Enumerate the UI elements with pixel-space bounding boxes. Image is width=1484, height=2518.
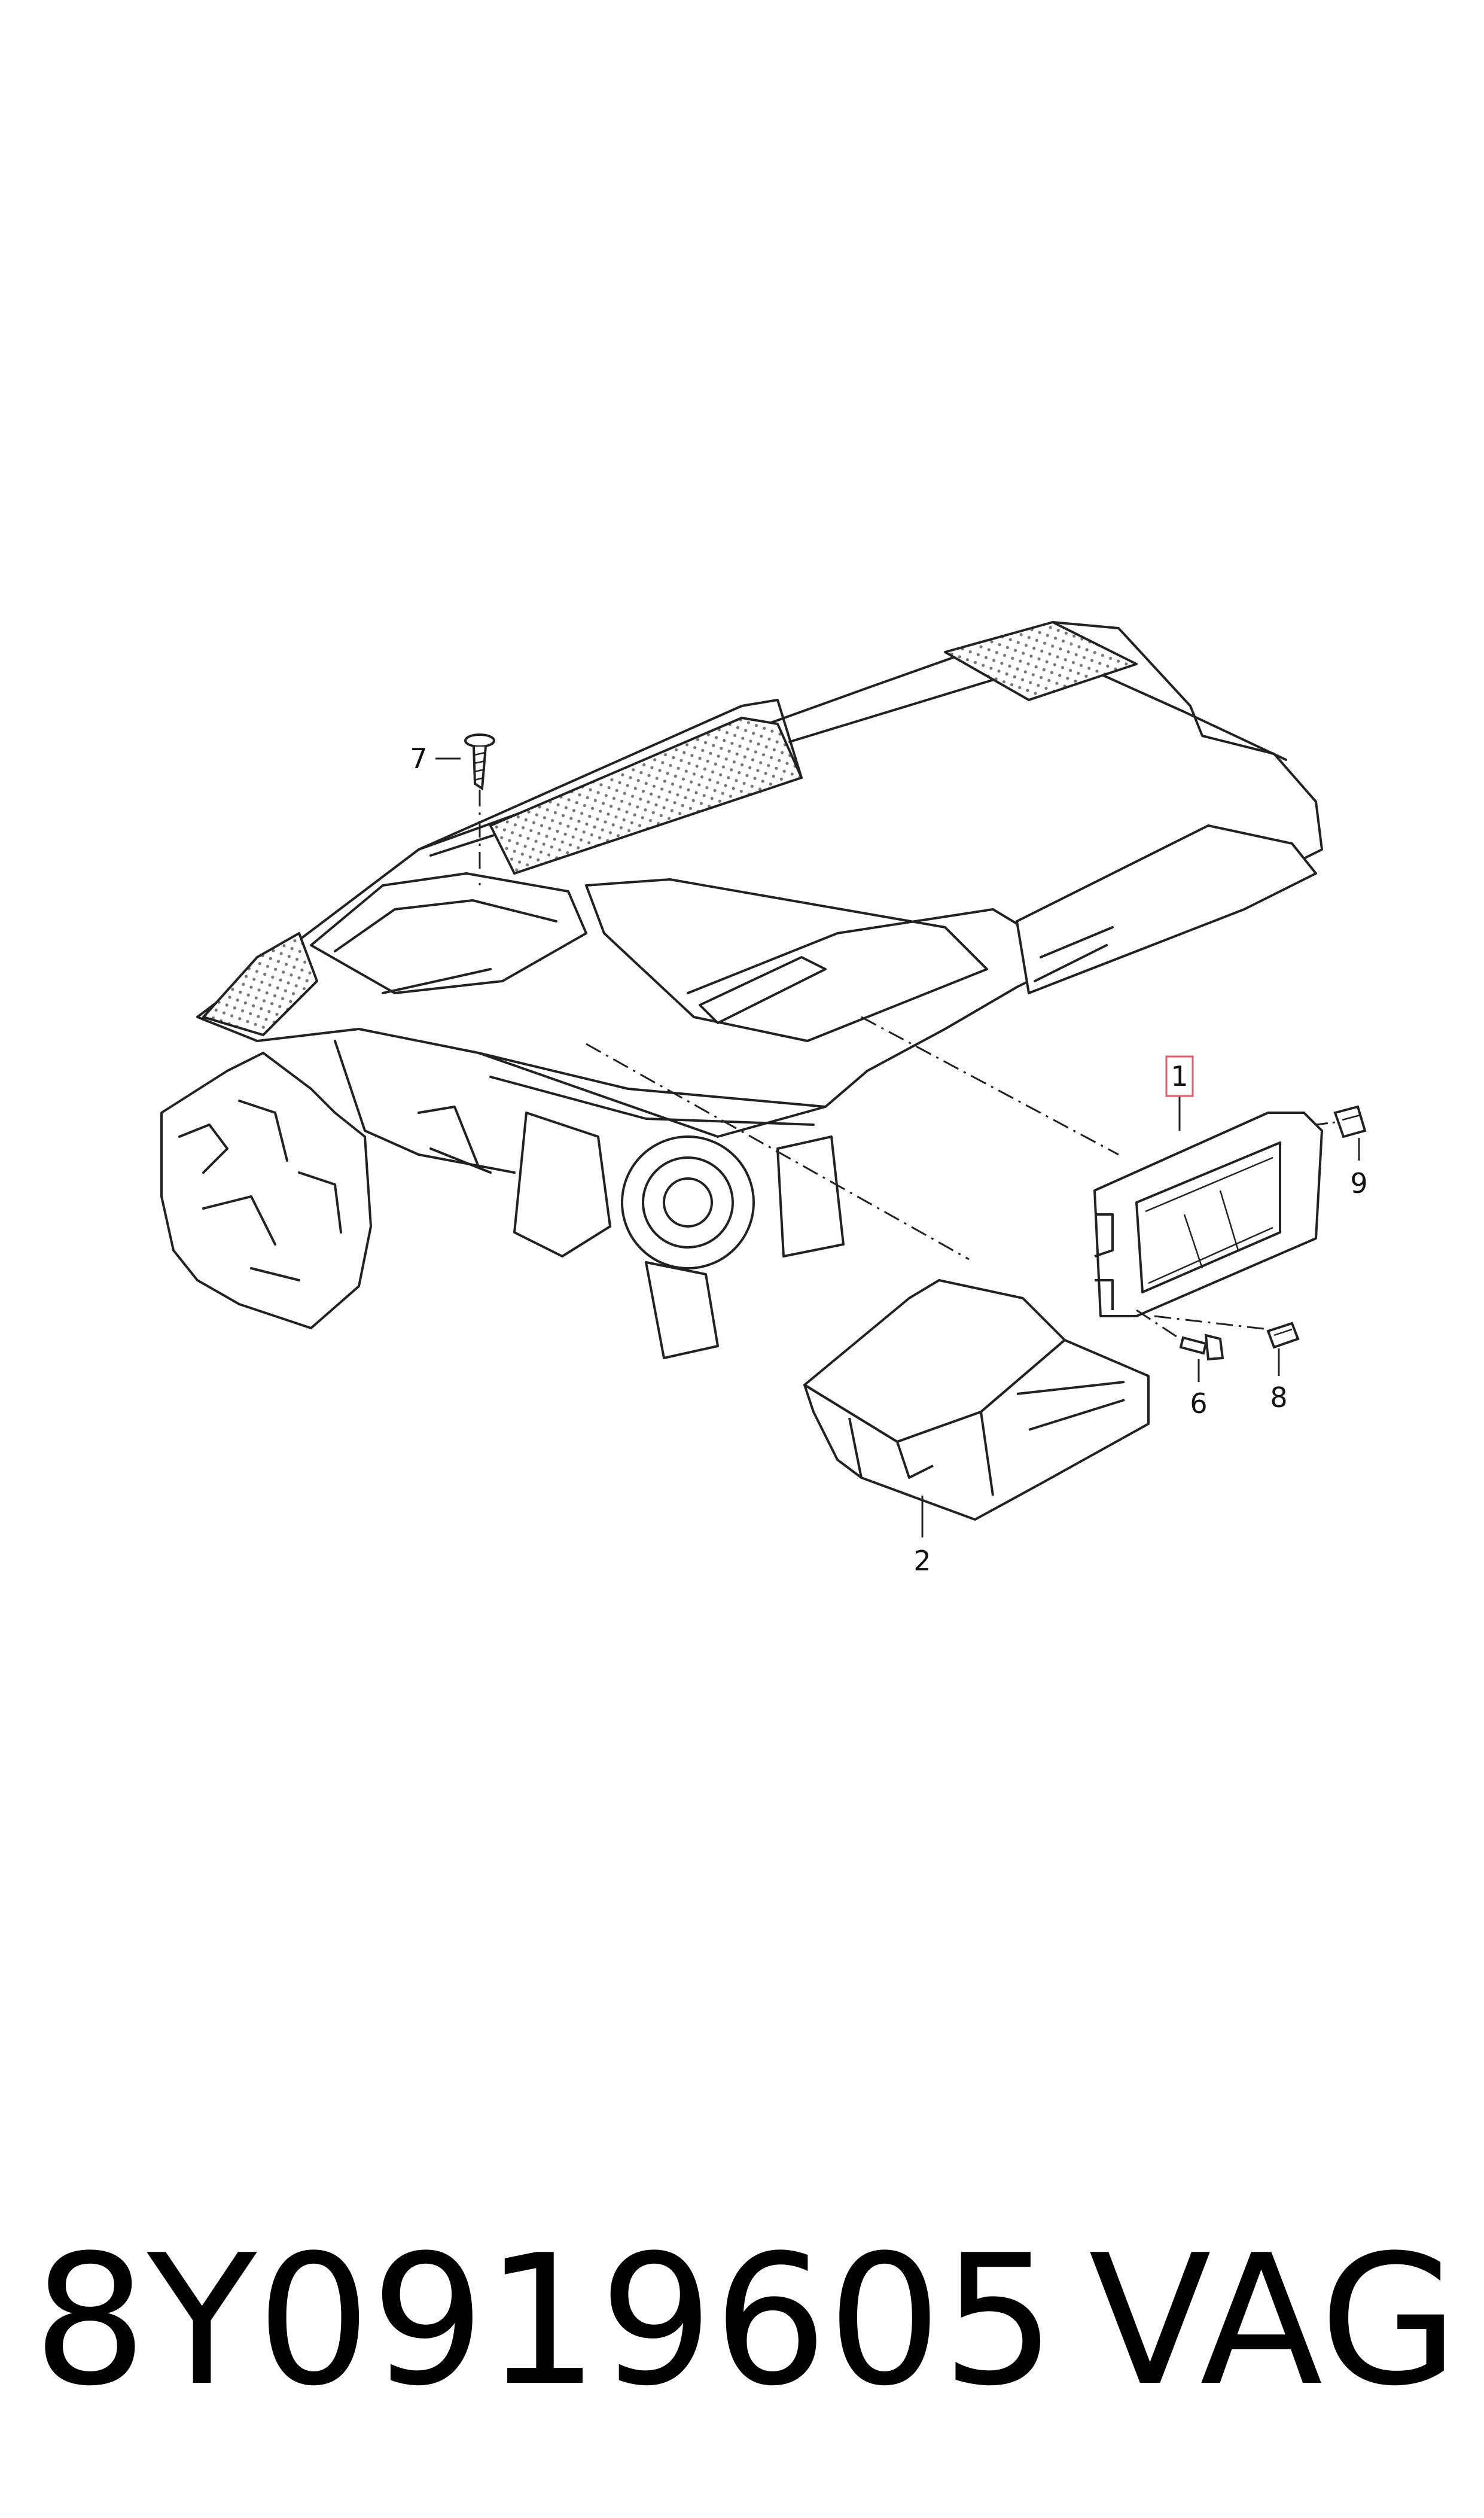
callouts: 1 2 6 7 8 9 [410,742,1367,1577]
dashboard-assembly [160,621,1323,1359]
display-screen-inner [1145,1156,1273,1284]
leader-lines [435,757,1360,1537]
steering-wheel-hub-inner [642,1156,734,1249]
axis-6 [1136,1309,1183,1341]
axis-9 [1315,1121,1336,1126]
defrost-vent-frame [418,699,803,851]
clip-8-body [1266,1322,1300,1349]
left-frame-detail [178,1100,342,1281]
axis-2 [586,1043,970,1260]
part-8-clip [1266,1322,1300,1349]
part-number: 8Y0919605 [33,2216,1056,2425]
right-dash-slot [1034,926,1114,982]
callout-2[interactable]: 2 [913,1545,931,1577]
callout-8[interactable]: 8 [1270,1381,1287,1414]
lower-center-module [513,1112,611,1258]
left-frame-structure [160,1052,372,1329]
part-2-detail [848,1381,1125,1496]
cluster-hood [310,872,587,994]
axis-6-8 [1154,1315,1269,1330]
axis-1 [861,1016,1119,1156]
defrost-vent-grille [489,717,803,875]
bolt-6-shank [1179,1336,1208,1355]
steering-wheel-hub [621,1135,755,1269]
right-dash-section [1016,824,1317,994]
center-air-vent [699,956,827,1024]
lower-right-module [776,1135,845,1258]
left-lower-detail [418,1106,492,1174]
screw-7-head [464,733,495,748]
display-left-bracket [1094,1213,1114,1310]
right-speaker-grille [944,621,1138,701]
steering-column [645,1261,719,1359]
left-speaker-grille [202,932,318,1036]
part-9-clip [1333,1105,1367,1138]
part-7-screw [464,733,495,791]
part-6-bolt [1179,1333,1224,1361]
clip-8-detail [1273,1328,1293,1336]
callout-1-highlight [1165,1055,1194,1097]
callout-1[interactable]: 1 [1171,1060,1188,1092]
callout-6[interactable]: 6 [1190,1387,1207,1420]
callout-7[interactable]: 7 [410,742,427,775]
clip-9-body [1333,1105,1367,1138]
part-2-module [803,1279,1150,1521]
center-display-recess [585,878,988,1042]
bolt-6-head [1204,1333,1224,1361]
display-screen [1135,1141,1281,1293]
cluster-hood-inner [334,899,557,994]
steering-wheel-hub-core [663,1177,713,1228]
part-2-body [803,1339,1150,1521]
part-1-display [1093,1112,1323,1317]
brand-label: VAG [1089,2216,1459,2425]
screw-7-thread [474,751,486,781]
clip-9-detail [1342,1114,1361,1121]
callout-9[interactable]: 9 [1350,1167,1367,1199]
